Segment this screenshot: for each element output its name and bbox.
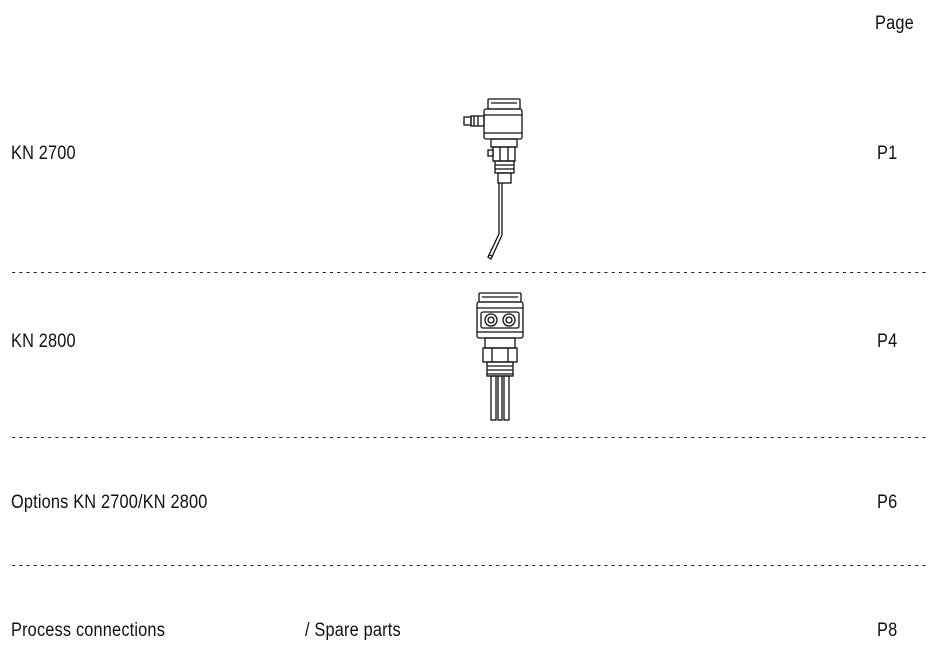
entry-subtitle-spare-parts: / Spare parts [305, 620, 401, 641]
entry-title-process-connections: Process connections [11, 620, 166, 641]
entry-page-kn2800[interactable]: P4 [877, 331, 898, 352]
kn2700-sensor-icon [463, 98, 523, 260]
divider-1 [10, 265, 928, 279]
entry-page-options[interactable]: P6 [877, 492, 898, 513]
divider-3 [10, 558, 928, 572]
entry-title-options: Options KN 2700/KN 2800 [11, 492, 208, 513]
entry-page-kn2700[interactable]: P1 [877, 143, 898, 164]
entry-page-process-connections[interactable]: P8 [877, 620, 898, 641]
entry-title-kn2700: KN 2700 [11, 143, 76, 164]
divider-2 [10, 430, 928, 444]
entry-title-kn2800: KN 2800 [11, 331, 76, 352]
kn2800-sensor-icon [476, 292, 524, 421]
page-column-header: Page [875, 13, 914, 34]
